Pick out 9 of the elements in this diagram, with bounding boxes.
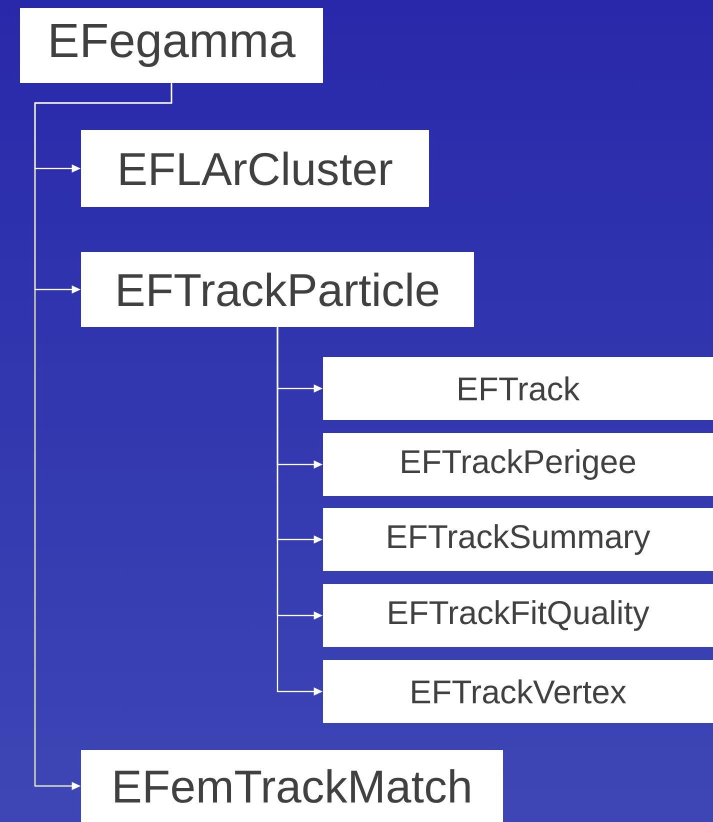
name-box: EFTrackFitQuality [323,584,713,647]
name-box: EFTrackParticle [81,252,474,327]
name-box: EFTrackPerigee [323,433,713,496]
name-box: EFegamma [20,8,323,83]
name-box: EFTrack [323,357,713,420]
name-box: EFemTrackMatch [81,750,503,822]
name-box: EFTrackSummary [323,508,713,571]
name-box: EFTrackVertex [323,660,713,723]
name-box: EFLArCluster [81,130,429,207]
